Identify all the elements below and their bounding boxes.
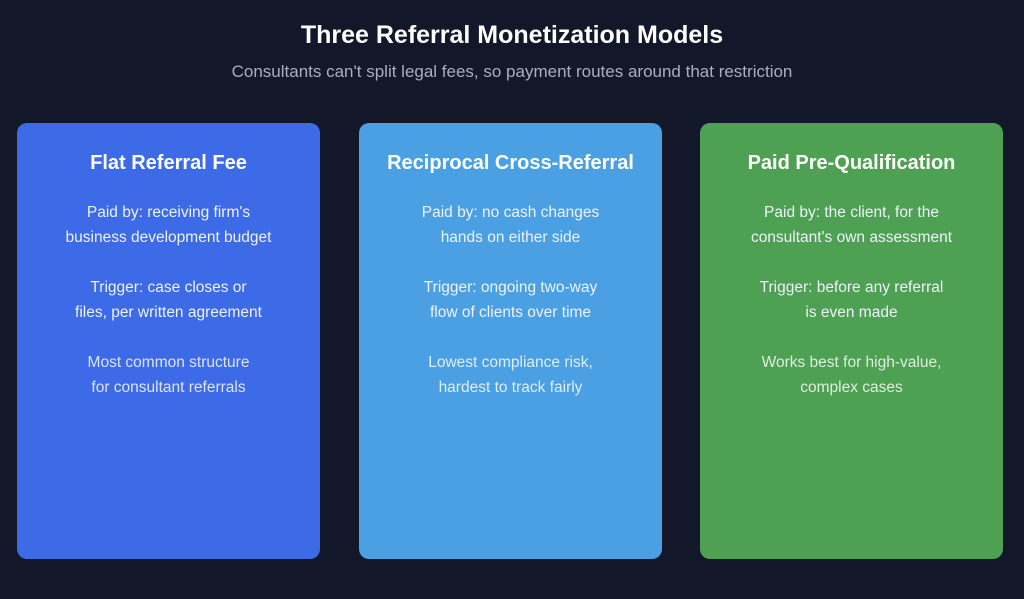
card-paid-by: Paid by: the client, for the consultant'… <box>710 200 993 250</box>
card-note: Works best for high-value, complex cases <box>710 350 993 400</box>
card-title: Paid Pre-Qualification <box>747 152 956 174</box>
diagram-subtitle: Consultants can't split legal fees, so p… <box>231 62 793 81</box>
card-flat-referral-fee: Flat Referral Fee Paid by: receiving fir… <box>17 123 320 559</box>
card-trigger: Trigger: case closes or files, per writt… <box>27 275 310 325</box>
card-note-line: Lowest compliance risk, <box>428 354 593 371</box>
card-paid-by-line: Paid by: receiving firm's <box>86 204 251 221</box>
card-trigger: Trigger: before any referral is even mad… <box>710 275 993 325</box>
card-note: Lowest compliance risk, hardest to track… <box>369 350 652 400</box>
card-trigger-line: flow of clients over time <box>429 304 592 321</box>
card-trigger-line: Trigger: case closes or <box>90 279 247 296</box>
card-reciprocal-cross-referral: Reciprocal Cross-Referral Paid by: no ca… <box>359 123 662 559</box>
card-title: Flat Referral Fee <box>90 152 247 174</box>
card-paid-by-line: hands on either side <box>440 229 581 246</box>
card-paid-by: Paid by: receiving firm's business devel… <box>27 200 310 250</box>
card-paid-pre-qualification: Paid Pre-Qualification Paid by: the clie… <box>700 123 1003 559</box>
card-trigger-line: Trigger: before any referral <box>759 279 944 296</box>
card-note-line: Most common structure <box>87 354 250 371</box>
card-paid-by-line: Paid by: the client, for the <box>764 204 939 221</box>
diagram-title: Three Referral Monetization Models <box>300 21 724 49</box>
card-note-line: hardest to track fairly <box>438 379 583 396</box>
card-note-line: Works best for high-value, <box>761 354 942 371</box>
card-note: Most common structure for consultant ref… <box>27 350 310 400</box>
card-note-line: for consultant referrals <box>91 379 246 396</box>
card-paid-by-line: consultant's own assessment <box>750 229 953 246</box>
card-paid-by-line: Paid by: no cash changes <box>421 204 600 221</box>
card-title: Reciprocal Cross-Referral <box>387 152 634 174</box>
card-paid-by: Paid by: no cash changes hands on either… <box>369 200 652 250</box>
card-trigger-line: is even made <box>805 304 898 321</box>
card-trigger-line: files, per written agreement <box>75 304 262 321</box>
card-note-line: complex cases <box>800 379 903 396</box>
card-trigger: Trigger: ongoing two-way flow of clients… <box>369 275 652 325</box>
card-trigger-line: Trigger: ongoing two-way <box>423 279 598 296</box>
card-paid-by-line: business development budget <box>65 229 272 246</box>
